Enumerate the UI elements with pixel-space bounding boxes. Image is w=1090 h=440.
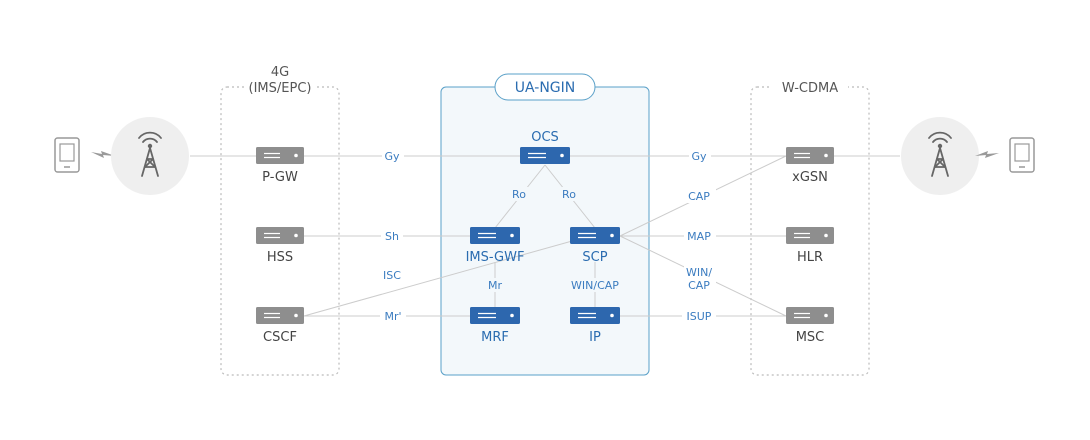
node-label-ip: IP [589, 330, 601, 345]
mobile-phone-icon [54, 137, 80, 173]
lightning-bolt-icon [91, 151, 115, 158]
tower-circle-right [901, 117, 979, 195]
server-scp [570, 227, 620, 244]
node-label-ocs: OCS [531, 130, 559, 145]
edge-label-win-cap-right-1: WIN/ [686, 266, 712, 279]
edge-label-gy-right: Gy [691, 150, 707, 163]
server-msc [786, 307, 834, 324]
epc-group-label-line1: 4G [271, 65, 289, 80]
node-label-hss: HSS [267, 250, 293, 265]
edge-label-win-cap-mid: WIN/CAP [571, 279, 619, 292]
cell-tower-icon [928, 131, 952, 177]
edge-label-cap: CAP [688, 190, 710, 203]
line-cscf-scp [303, 235, 591, 317]
server-ip [570, 307, 620, 324]
node-label-imsgwf: IMS-GWF [466, 250, 525, 265]
node-label-scp: SCP [582, 250, 607, 265]
edge-label-map: MAP [687, 230, 711, 243]
mobile-phone-icon [1009, 137, 1035, 173]
edge-label-sh: Sh [385, 230, 399, 243]
epc-group-label-line2: (IMS/EPC) [249, 81, 312, 96]
cell-tower-icon [138, 131, 162, 177]
node-label-pgw: P-GW [262, 170, 298, 185]
edge-label-ro-right: Ro [562, 188, 576, 201]
ngin-group-label: UA-NGIN [515, 80, 576, 96]
edge-label-mr: Mr [488, 279, 502, 292]
edge-label-isup: ISUP [687, 310, 712, 323]
server-xgsn [786, 147, 834, 164]
server-imsgwf [470, 227, 520, 244]
server-pgw [256, 147, 304, 164]
node-label-msc: MSC [796, 330, 825, 345]
edge-labels: Gy Gy Ro Ro Sh MAP ISC CAP Mr WIN/CAP WI… [378, 149, 716, 323]
server-hlr [786, 227, 834, 244]
wcdma-group-label: W-CDMA [782, 81, 838, 96]
edge-label-gy-left: Gy [384, 150, 400, 163]
server-cscf [256, 307, 304, 324]
edge-label-ro-left: Ro [512, 188, 526, 201]
tower-circle-left [111, 117, 189, 195]
node-label-cscf: CSCF [263, 330, 297, 345]
edge-label-isc: ISC [383, 269, 401, 282]
node-label-xgsn: xGSN [792, 170, 828, 185]
edge-label-mr-prime: Mr' [384, 310, 401, 323]
server-mrf [470, 307, 520, 324]
ngin-group-label-pill [494, 73, 596, 101]
node-label-mrf: MRF [481, 330, 509, 345]
node-label-hlr: HLR [797, 250, 823, 265]
lightning-bolt-icon [975, 151, 999, 158]
server-hss [256, 227, 304, 244]
server-ocs [520, 147, 570, 164]
edge-label-win-cap-right-2: CAP [688, 279, 710, 292]
